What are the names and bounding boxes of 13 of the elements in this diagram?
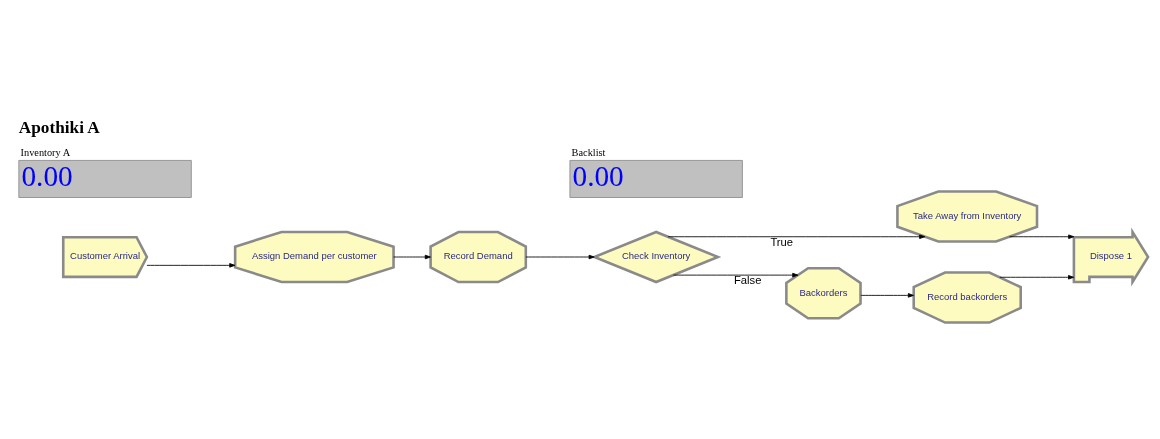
node-label: Backlist [571, 146, 606, 158]
arrow [999, 275, 1075, 280]
edge-label: False [734, 274, 762, 287]
arrow [673, 272, 799, 278]
arrow [860, 293, 914, 298]
node-label: Inventory A [20, 146, 71, 158]
edge-label: True [770, 235, 794, 248]
arrow [667, 234, 926, 239]
arrow [146, 263, 236, 268]
arrow [393, 254, 431, 260]
arrow [525, 254, 595, 260]
arrow [1009, 234, 1075, 239]
diagram-title: Apothiki A [18, 117, 100, 137]
